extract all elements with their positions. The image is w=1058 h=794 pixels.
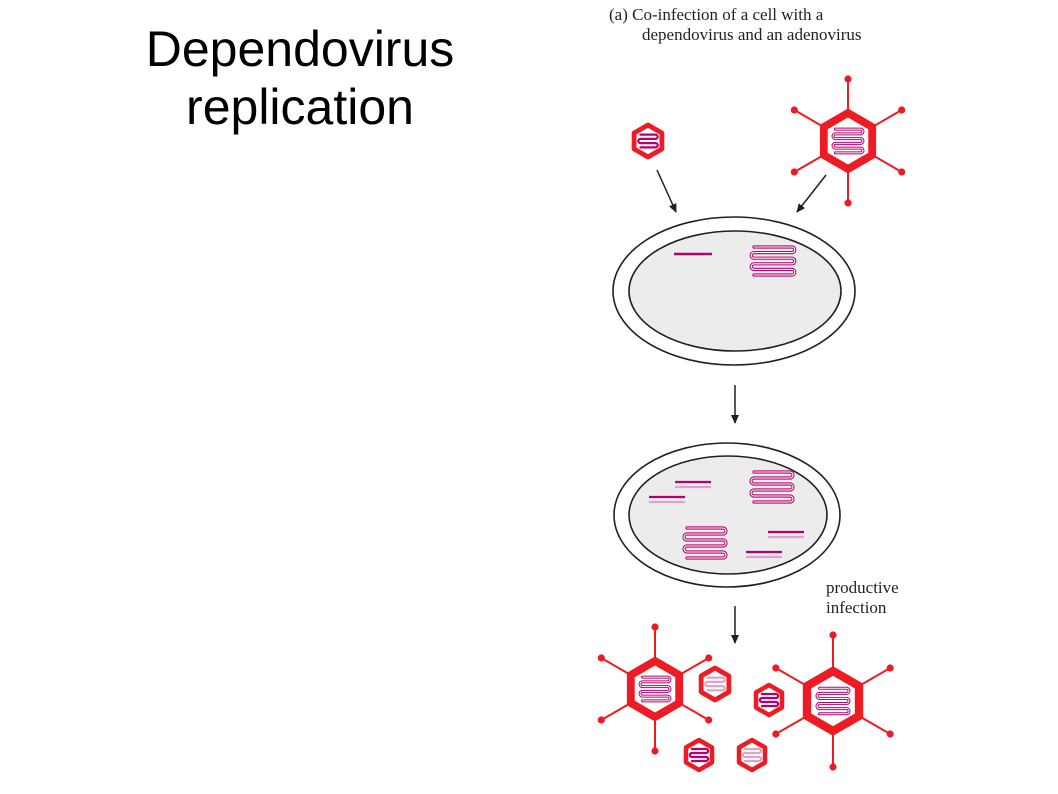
adenovirus-progeny-1 xyxy=(597,623,713,755)
slide-title-line-2: replication xyxy=(186,79,414,135)
adenovirus-particle-incoming xyxy=(790,75,906,207)
slide-title: Dependovirus replication xyxy=(80,20,520,136)
dependovirus-genome-ds-1 xyxy=(675,480,711,489)
dependovirus-genome-ds-4 xyxy=(746,550,782,559)
panel-caption: (a) Co-infection of a cell with a depend… xyxy=(609,5,969,45)
productive-infection-label: productive infection xyxy=(826,578,946,618)
arrow-dependovirus-entry xyxy=(656,169,677,213)
dependovirus-progeny-2 xyxy=(753,682,785,718)
dependovirus-progeny-4 xyxy=(736,737,768,773)
arrow-adenovirus-entry xyxy=(796,174,827,213)
panel-caption-line-2: dependovirus and an adenovirus xyxy=(642,25,862,44)
dependovirus-genome-ds-3 xyxy=(768,530,804,539)
panel-caption-line-1: (a) Co-infection of a cell with a xyxy=(609,5,824,24)
host-cell-infected xyxy=(612,216,856,366)
adenovirus-genome-copy-2 xyxy=(682,526,728,560)
dependovirus-particle-incoming xyxy=(631,122,665,160)
adenovirus-genome xyxy=(749,245,797,277)
productive-label-line-1: productive xyxy=(826,578,899,597)
dependovirus-progeny-1 xyxy=(698,665,732,703)
productive-label-line-2: infection xyxy=(826,598,887,617)
dependovirus-genome-ds-2 xyxy=(649,495,685,504)
dependovirus-progeny-3 xyxy=(683,737,715,773)
adenovirus-genome-copy-1 xyxy=(749,470,795,504)
adenovirus-progeny-2 xyxy=(772,631,894,771)
host-cell-replicating xyxy=(613,442,841,588)
slide-title-line-1: Dependovirus xyxy=(145,21,455,77)
